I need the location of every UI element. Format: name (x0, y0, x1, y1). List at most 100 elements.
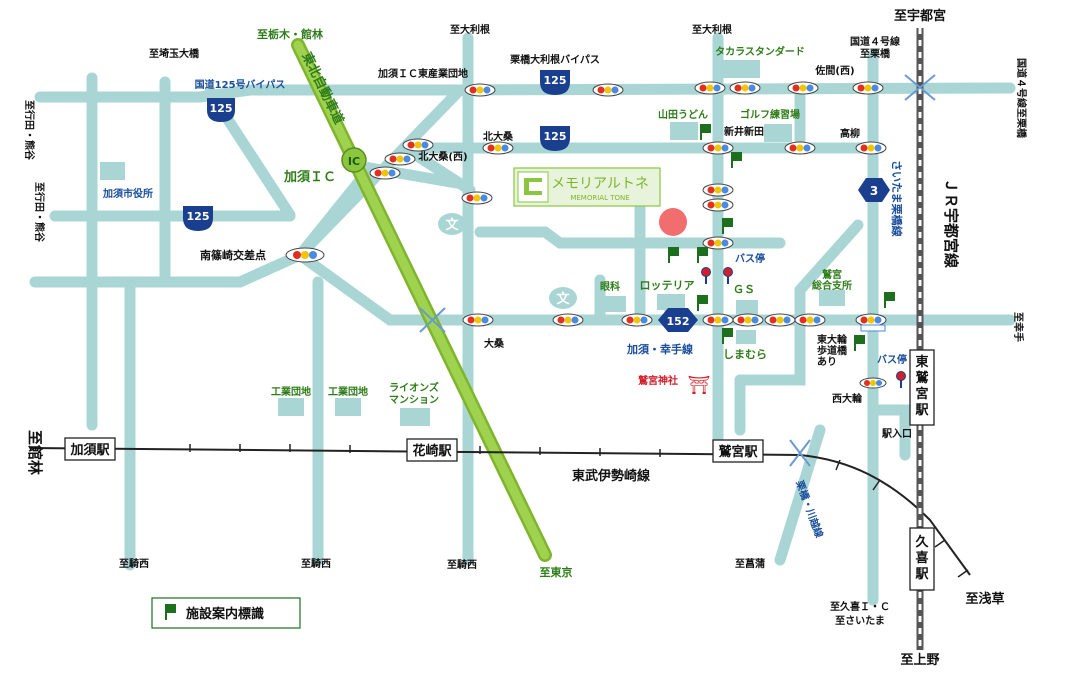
label-kazo-ic-industrial: 加須ＩＣ東産業団地 (377, 67, 468, 80)
label-ganka: 眼科 (600, 280, 620, 293)
dir-ohtone-2: 至大利根 (692, 23, 732, 36)
label-takara-standard: タカラスタンダード (715, 45, 805, 58)
label-lions-mansion: ライオンズマンション (389, 381, 439, 406)
label-kitaosaku-west: 北大桑(西) (418, 150, 467, 163)
kazo-ic-badge: IC (341, 147, 367, 173)
dir-ohtone-1: 至大利根 (450, 23, 490, 36)
station-hanasaki: 花崎駅 (406, 438, 458, 462)
station-kazo: 加須駅 (64, 437, 116, 461)
station-kuki: 久 喜 駅 (909, 527, 935, 591)
route-125-shield-c: 125 (540, 126, 570, 151)
label-lotteria: ロッテリア (640, 279, 695, 292)
label-washinomiya-branch: 鷲宮総合支所 (812, 268, 852, 292)
dir-tokyo: 至東京 (540, 565, 573, 579)
dir-satte: 至幸手 (1012, 312, 1025, 342)
label-kitaosaku: 北大桑 (483, 130, 514, 143)
route-125-shield-a: 125 (207, 98, 235, 122)
label-jr-utsunomiya: ＪＲ宇都宮線 (942, 178, 960, 268)
label-yamada-udon: 山田うどん (658, 108, 708, 121)
svg-text:125: 125 (544, 74, 567, 87)
shrine-icon: ⛩ (688, 375, 711, 396)
label-saitama-kurihashi: さいたま栗橋線 (890, 160, 904, 237)
label-kazo-satte: 加須・幸手線 (626, 342, 693, 356)
label-nishi-owa: 西大輪 (832, 392, 863, 405)
dir-sainama-ohashi: 至埼玉大橋 (149, 47, 200, 60)
school-mark-1: 文 (438, 213, 466, 235)
label-industrial-2: 工業団地 (328, 385, 368, 398)
dir-gyoda-kumagaya-2: 至行田・熊谷 (33, 182, 46, 243)
memorial-tone-location (659, 208, 687, 236)
label-tobu-isesaki: 東武伊勢崎線 (572, 468, 651, 484)
route-3-shield: 3 (858, 178, 890, 202)
svg-text:鷲宮駅: 鷲宮駅 (718, 444, 758, 460)
svg-text:MEMORIAL TONE: MEMORIAL TONE (570, 194, 629, 202)
legend-box: 施設案内標識 (151, 597, 301, 629)
label-kazo-city-office: 加須市役所 (102, 187, 153, 200)
svg-text:125: 125 (544, 130, 567, 143)
dir-route4-right: 国道４号線至栗橋 (1015, 58, 1028, 139)
memorial-tone-sign: メモリアルトネ MEMORIAL TONE (513, 167, 661, 207)
svg-text:東: 東 (915, 354, 928, 370)
svg-text:125: 125 (187, 210, 210, 223)
svg-text:文: 文 (445, 217, 459, 233)
svg-text:メモリアルトネ: メモリアルトネ (551, 176, 649, 192)
svg-text:加須駅: 加須駅 (69, 443, 110, 458)
pedestrian-bridge (860, 324, 886, 332)
route-125-shield-b: 125 (540, 70, 570, 95)
route-152-shield: 152 (658, 308, 698, 332)
tohoku-expressway-line (291, 38, 552, 562)
svg-text:125: 125 (210, 102, 233, 115)
label-osaku: 大桑 (484, 337, 505, 350)
label-route125-bypass: 国道125号バイパス (195, 78, 286, 91)
dir-kisai-1: 至騎西 (119, 557, 149, 570)
dir-tochigi-tatebayashi: 至栃木・館林 (257, 27, 323, 41)
route-125-shield-d: 125 (183, 206, 213, 231)
building-blocks (100, 60, 845, 426)
dir-shobu: 至菖蒲 (735, 557, 765, 570)
svg-text:152: 152 (667, 315, 690, 328)
bus-stop-marks (701, 267, 906, 388)
svg-text:喜: 喜 (915, 550, 928, 566)
dir-kuki-ic: 至久喜Ｉ・Ｃ (830, 600, 890, 613)
station-higashi-washinomiya: 東 鷲 宮 駅 (909, 349, 935, 426)
dir-kisai-2: 至騎西 (301, 557, 331, 570)
svg-text:鷲: 鷲 (915, 370, 928, 386)
overpass-marks (419, 74, 936, 467)
dir-route4-kurihashi: 国道４号線至栗橋 (850, 35, 900, 60)
svg-text:宮: 宮 (915, 386, 928, 402)
svg-text:IC: IC (348, 155, 360, 168)
dir-kisai-3: 至騎西 (447, 558, 477, 571)
dir-utsunomiya: 至宇都宮 (894, 8, 946, 24)
svg-text:久: 久 (915, 534, 929, 550)
label-sakuma-west: 佐間(西) (814, 64, 854, 77)
label-kurihashi-ohtone-bypass: 栗橋大利根バイパス (510, 53, 600, 66)
dir-asakusa: 至浅草 (965, 591, 1004, 607)
dir-saitama: 至さいたま (835, 615, 885, 627)
traffic-signals (285, 81, 887, 389)
svg-text:駅: 駅 (914, 403, 929, 418)
label-bus-stop-1: バス停 (735, 252, 765, 265)
svg-text:駅: 駅 (914, 567, 929, 582)
label-takayanagi: 高柳 (840, 127, 860, 140)
label-higashi-owa: 東大輪歩道橋あり (817, 333, 848, 368)
label-golf: ゴルフ練習場 (740, 108, 800, 121)
svg-text:文: 文 (556, 291, 570, 307)
label-bus-stop-2: バス停 (877, 353, 907, 366)
label-minamishinozaki: 南篠崎交差点 (200, 248, 266, 262)
label-station-entrance: 駅入口 (881, 428, 912, 440)
label-washinomiya-shrine: 鷲宮神社 (638, 374, 678, 387)
school-mark-2: 文 (549, 287, 577, 309)
label-gs: ＧＳ (733, 283, 755, 296)
svg-text:花崎駅: 花崎駅 (412, 443, 452, 459)
station-washinomiya: 鷲宮駅 (712, 439, 764, 463)
label-industrial-1: 工業団地 (271, 385, 311, 398)
legend-sign-label: 施設案内標識 (186, 606, 264, 622)
sign-flag-icon (165, 604, 176, 620)
dir-tatebayashi: 至館林 (26, 430, 44, 476)
label-kazo-ic: 加須ＩＣ (283, 170, 336, 185)
label-araishinden: 新井新田 (724, 125, 764, 138)
dir-gyoda-kumagaya-1: 至行田・熊谷 (23, 100, 36, 161)
label-shimamura: しまむら (723, 348, 767, 361)
guide-sign-flags (668, 124, 895, 351)
